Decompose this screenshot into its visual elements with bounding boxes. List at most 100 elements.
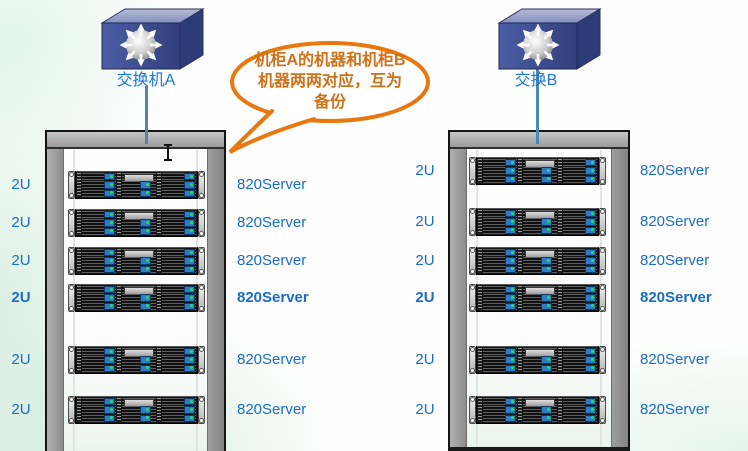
drive-column xyxy=(563,249,597,273)
vent-strip xyxy=(558,286,562,310)
rack-ear-right xyxy=(198,209,205,237)
server-name-label: 820Server xyxy=(237,252,307,269)
server-name-label: 820Server xyxy=(237,351,307,368)
drive-bay xyxy=(523,356,557,364)
drive-column xyxy=(82,211,116,235)
led-indicator xyxy=(546,168,550,172)
drive-column xyxy=(82,348,116,372)
drive-caddy xyxy=(505,356,516,364)
vent-strip xyxy=(558,210,562,234)
led-indicator xyxy=(591,219,594,223)
drive-caddy xyxy=(139,364,151,372)
rack-ear-left xyxy=(469,284,476,312)
drive-caddy xyxy=(184,356,195,364)
drive-bay xyxy=(523,167,557,175)
drive-bay xyxy=(483,210,517,218)
drive-column xyxy=(82,286,116,310)
drive-column xyxy=(563,159,597,183)
vent-strip xyxy=(117,249,121,273)
drive-caddy xyxy=(139,219,151,227)
drive-bay xyxy=(483,356,517,364)
led-indicator xyxy=(190,366,193,370)
led-indicator xyxy=(591,160,594,164)
vent-strip xyxy=(117,173,121,197)
led-indicator xyxy=(110,258,113,262)
drive-caddy xyxy=(585,364,596,372)
drive-caddy xyxy=(104,173,115,181)
uplink-line xyxy=(145,86,148,144)
drive-caddy xyxy=(139,414,151,422)
drive-bay xyxy=(162,414,196,422)
led-indicator xyxy=(591,357,594,361)
drive-bay xyxy=(82,302,116,310)
drive-bay xyxy=(563,356,597,364)
drive-bay xyxy=(563,167,597,175)
led-indicator xyxy=(546,267,550,271)
led-indicator xyxy=(110,366,113,370)
drive-caddy xyxy=(540,167,552,175)
drive-caddy xyxy=(585,218,596,226)
vent-strip xyxy=(77,211,81,235)
drive-caddy xyxy=(104,249,115,257)
drive-bay xyxy=(563,175,597,183)
led-indicator xyxy=(591,295,594,299)
drive-caddy xyxy=(505,294,516,302)
drive-bay xyxy=(563,159,597,167)
drive-column xyxy=(563,210,597,234)
led-indicator xyxy=(190,399,193,403)
drive-caddy xyxy=(184,189,195,197)
vent-strip xyxy=(157,249,161,273)
drive-caddy xyxy=(505,398,516,406)
drive-caddy xyxy=(540,294,552,302)
drive-bay xyxy=(82,227,116,235)
drive-caddy xyxy=(104,294,115,302)
drive-column xyxy=(483,249,517,273)
led-indicator xyxy=(546,219,550,223)
drive-bay xyxy=(82,348,116,356)
drive-caddy xyxy=(184,294,195,302)
server-unit xyxy=(469,247,606,275)
led-indicator xyxy=(110,357,113,361)
led-indicator xyxy=(110,212,113,216)
server-front-panel xyxy=(476,396,599,424)
drive-column xyxy=(82,398,116,422)
drive-bay xyxy=(162,189,196,197)
server-front-panel xyxy=(75,346,198,374)
led-indicator xyxy=(591,399,594,403)
drive-bay xyxy=(122,406,156,414)
vent-strip xyxy=(157,348,161,372)
rack-ear-right xyxy=(599,208,606,236)
drive-bay xyxy=(523,364,557,372)
drive-caddy xyxy=(184,181,195,189)
switch-3d-box xyxy=(100,8,205,70)
led-indicator xyxy=(591,168,594,172)
drive-caddy xyxy=(505,218,516,226)
rack-ear-left xyxy=(68,247,75,275)
led-indicator xyxy=(591,211,594,215)
drive-caddy xyxy=(585,302,596,310)
vent-strip xyxy=(77,398,81,422)
drive-bay xyxy=(122,398,156,407)
drive-caddy xyxy=(540,414,552,422)
switch-icon xyxy=(94,6,206,72)
led-indicator xyxy=(190,416,193,420)
led-indicator xyxy=(511,399,514,403)
server-name-label: 820Server xyxy=(640,162,710,179)
drive-caddy xyxy=(505,226,516,234)
drive-caddy xyxy=(184,249,195,257)
led-indicator xyxy=(511,250,514,254)
drive-caddy xyxy=(585,159,596,167)
led-indicator xyxy=(145,416,149,420)
led-indicator xyxy=(511,416,514,420)
size-label: 2U xyxy=(11,289,31,306)
led-indicator xyxy=(511,211,514,215)
led-indicator xyxy=(546,366,550,370)
drive-caddy xyxy=(139,302,151,310)
drive-bay xyxy=(523,249,557,258)
vent-strip xyxy=(117,211,121,235)
drive-bay xyxy=(122,302,156,310)
led-indicator xyxy=(145,258,149,262)
server-front-panel xyxy=(476,284,599,312)
drive-column xyxy=(162,211,196,235)
drive-bay xyxy=(483,226,517,234)
